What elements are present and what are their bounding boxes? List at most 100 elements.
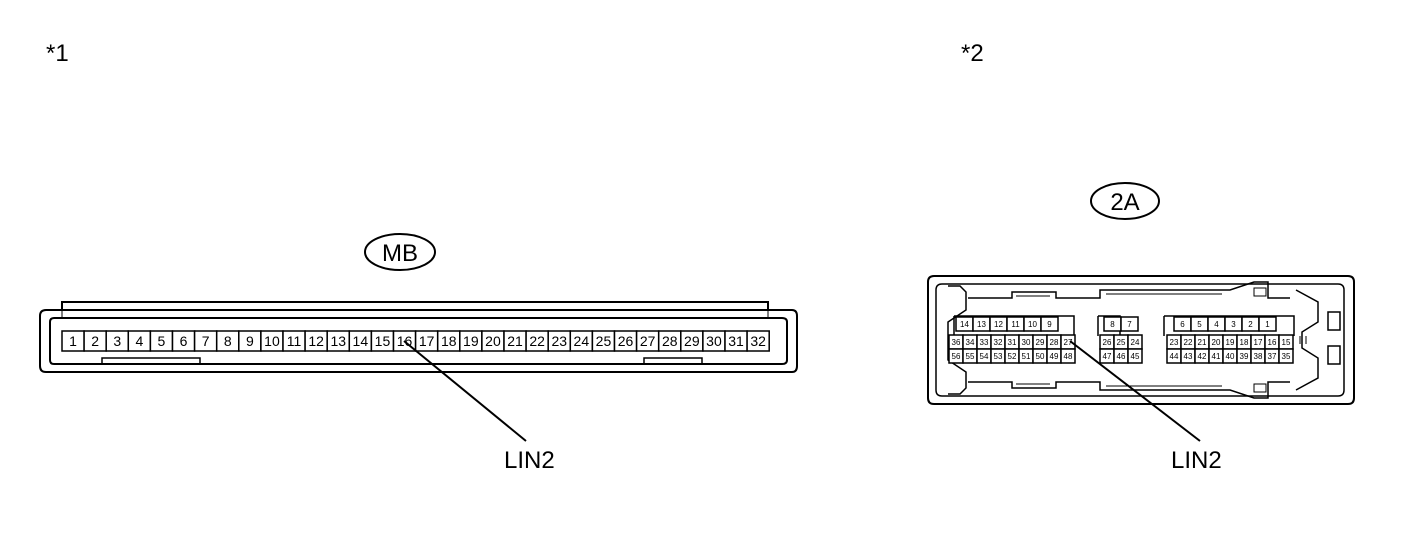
- pin-5-label: 5: [158, 333, 166, 349]
- pin-24: 24: [569, 330, 594, 352]
- pin-10: 10: [260, 330, 284, 352]
- pin-22: 22: [1180, 334, 1196, 350]
- pin-13: 13: [326, 330, 351, 352]
- connector-2-code: 2A: [1110, 189, 1139, 216]
- pin-1: 1: [61, 330, 85, 352]
- connector-1-housing: [39, 301, 798, 373]
- pin-37-label: 37: [1268, 352, 1277, 361]
- pin-17-label: 17: [419, 333, 435, 349]
- pin-34-label: 34: [966, 338, 975, 347]
- pin-15-label: 15: [1282, 338, 1291, 347]
- pin-20: 20: [481, 330, 505, 352]
- pin-6-label: 6: [180, 333, 188, 349]
- pin-5-label: 5: [1197, 320, 1202, 329]
- pin-26-label: 26: [618, 333, 634, 349]
- pin-31: 31: [724, 330, 748, 352]
- pin-2: 2: [83, 330, 107, 352]
- pin-54: 54: [976, 348, 992, 364]
- pin-3-label: 3: [113, 333, 121, 349]
- connector-2-callout-label: LIN2: [1171, 447, 1222, 474]
- connector-2-housing: [927, 275, 1355, 405]
- pin-41-label: 41: [1212, 352, 1221, 361]
- pin-27-label: 27: [1064, 338, 1073, 347]
- pin-9-label: 9: [1047, 320, 1052, 329]
- pin-10-label: 10: [264, 333, 280, 349]
- pin-45-label: 45: [1131, 352, 1140, 361]
- pin-10: 10: [1023, 316, 1042, 332]
- pin-18-label: 18: [441, 333, 457, 349]
- pin-21: 21: [1194, 334, 1210, 350]
- pin-24-label: 24: [1131, 338, 1140, 347]
- pin-19-label: 19: [1226, 338, 1235, 347]
- pin-15-label: 15: [375, 333, 391, 349]
- pin-38-label: 38: [1254, 352, 1263, 361]
- pin-21: 21: [503, 330, 527, 352]
- pin-39-label: 39: [1240, 352, 1249, 361]
- pin-1-label: 1: [69, 333, 77, 349]
- pin-52: 52: [1004, 348, 1020, 364]
- pin-18-label: 18: [1240, 338, 1249, 347]
- pin-56: 56: [948, 348, 964, 364]
- pin-53: 53: [990, 348, 1006, 364]
- pin-14-label: 14: [353, 333, 369, 349]
- pin-28-label: 28: [662, 333, 678, 349]
- pin-19: 19: [459, 330, 483, 352]
- pin-22-label: 22: [529, 333, 545, 349]
- pin-28-label: 28: [1050, 338, 1059, 347]
- pin-14: 14: [955, 316, 974, 332]
- pin-45: 45: [1127, 348, 1143, 364]
- pin-13-label: 13: [330, 333, 346, 349]
- pin-35: 35: [1278, 348, 1294, 364]
- pin-47-label: 47: [1103, 352, 1112, 361]
- pin-9: 9: [1040, 316, 1059, 332]
- pin-20: 20: [1208, 334, 1224, 350]
- connector-1-marker: *1: [46, 40, 69, 67]
- pin-38: 38: [1250, 348, 1266, 364]
- pin-19-label: 19: [463, 333, 479, 349]
- pin-28: 28: [657, 330, 682, 352]
- pin-31-label: 31: [1008, 338, 1017, 347]
- pin-2: 2: [1241, 316, 1260, 332]
- connector-2-callout-line: [1069, 340, 1201, 442]
- pin-3-label: 3: [1231, 320, 1236, 329]
- pin-39: 39: [1236, 348, 1252, 364]
- pin-23: 23: [547, 330, 572, 352]
- pin-11: 11: [1006, 316, 1025, 332]
- pin-30: 30: [702, 330, 726, 352]
- pin-48-label: 48: [1064, 352, 1073, 361]
- pin-20-label: 20: [485, 333, 501, 349]
- pin-12-label: 12: [308, 333, 324, 349]
- pin-7-label: 7: [202, 333, 210, 349]
- pin-15: 15: [370, 330, 395, 352]
- pin-12: 12: [304, 330, 328, 352]
- pin-25: 25: [591, 330, 616, 352]
- pin-27: 27: [635, 330, 660, 352]
- pin-29-label: 29: [684, 333, 700, 349]
- pin-12-label: 12: [994, 320, 1003, 329]
- pin-46: 46: [1113, 348, 1129, 364]
- pin-1: 1: [1258, 316, 1277, 332]
- pin-16-label: 16: [1268, 338, 1277, 347]
- connector-1-callout-label: LIN2: [504, 447, 555, 474]
- pin-32-label: 32: [994, 338, 1003, 347]
- pin-56-label: 56: [952, 352, 961, 361]
- pin-32: 32: [990, 334, 1006, 350]
- pin-13-label: 13: [977, 320, 986, 329]
- pin-34: 34: [962, 334, 978, 350]
- pin-25-label: 25: [596, 333, 612, 349]
- pin-6-label: 6: [1180, 320, 1185, 329]
- pin-42-label: 42: [1198, 352, 1207, 361]
- pin-29-label: 29: [1036, 338, 1045, 347]
- pin-40: 40: [1222, 348, 1238, 364]
- pin-26: 26: [613, 330, 638, 352]
- pin-42: 42: [1194, 348, 1210, 364]
- pin-15: 15: [1278, 334, 1294, 350]
- pin-4: 4: [1207, 316, 1226, 332]
- pin-8: 8: [215, 330, 240, 352]
- connector-2-code-oval: [1090, 182, 1160, 220]
- pin-11-label: 11: [1011, 320, 1020, 329]
- connector-1-callout-line: [403, 340, 527, 442]
